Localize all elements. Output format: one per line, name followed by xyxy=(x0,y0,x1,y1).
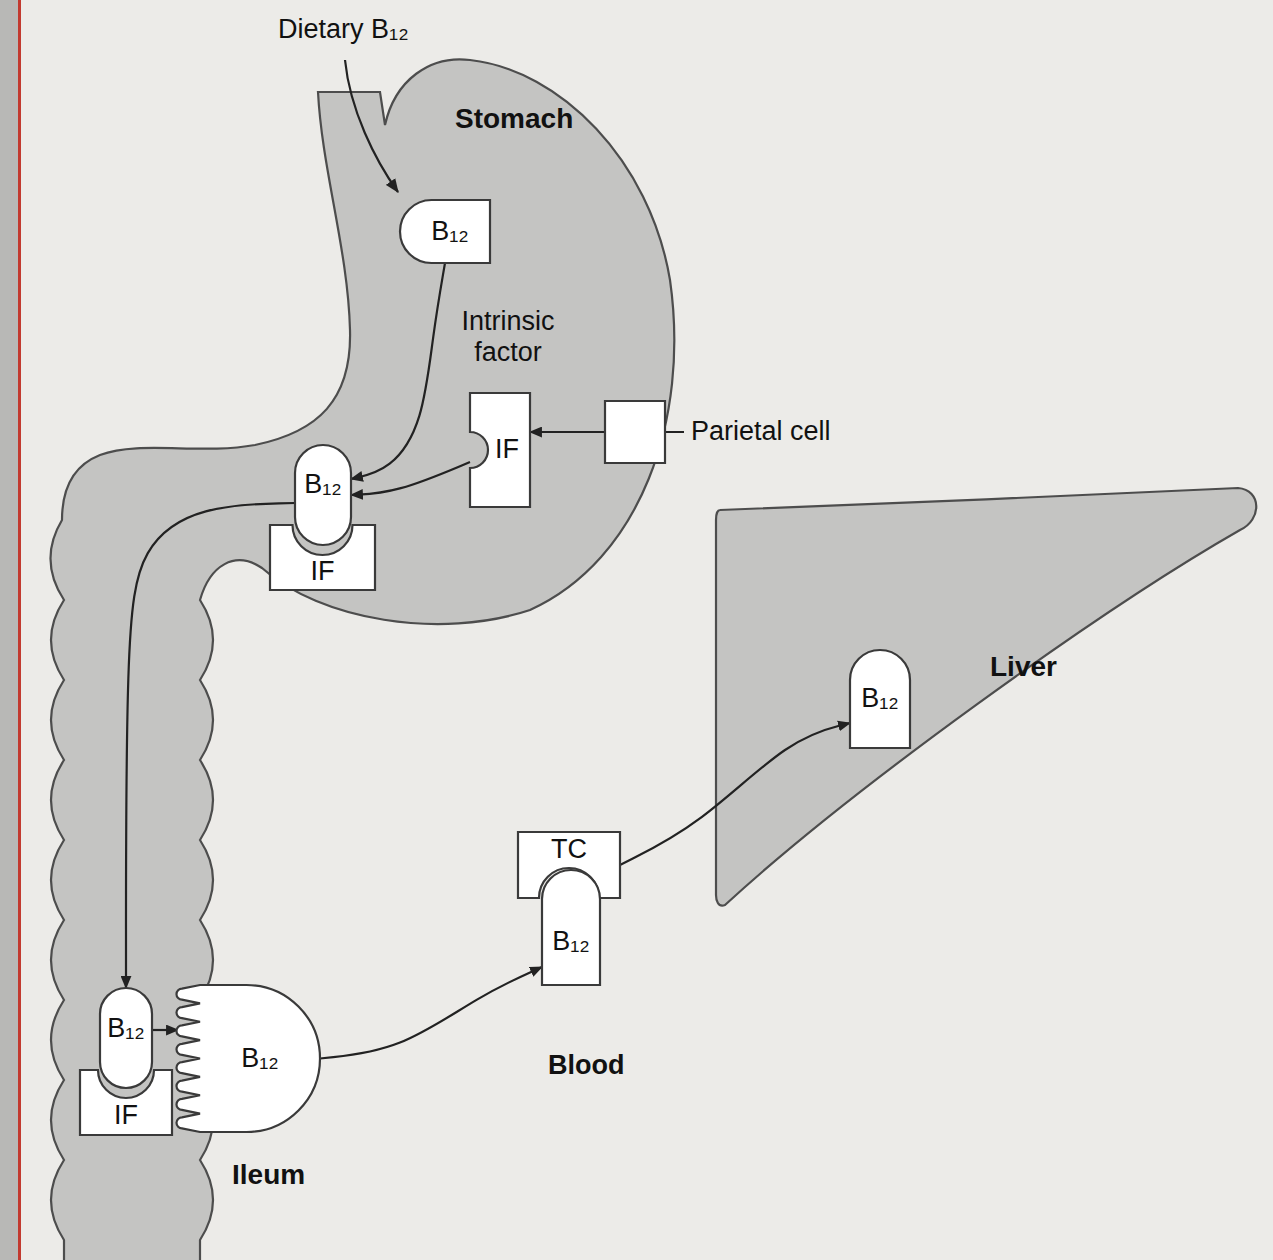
molecule-label: B₁₂ xyxy=(861,684,899,714)
shape-border xyxy=(80,1070,172,1135)
cell-label: Parietal cell xyxy=(691,417,831,447)
organ-name: Liver xyxy=(990,652,1057,683)
vitamin-b12: B₁₂ xyxy=(100,988,152,1088)
shape-border xyxy=(470,393,530,507)
intrinsic-factor: IF xyxy=(270,525,375,590)
page-margin xyxy=(0,0,18,1260)
flow-arrow xyxy=(351,263,445,479)
molecule-label: B₁₂ xyxy=(241,1044,279,1074)
connectors xyxy=(126,263,850,1059)
molecule-label: B₁₂ xyxy=(107,1014,145,1044)
molecule-label: B₁₂ xyxy=(304,470,342,500)
molecule-label: TC xyxy=(551,835,587,865)
molecule-label: B₁₂ xyxy=(552,927,590,957)
vitamin-b12: B₁₂ xyxy=(542,870,600,985)
molecule-label: B₁₂ xyxy=(431,217,469,247)
stomach-organ: B₁₂ IF B₁₂ IF Stomach xyxy=(240,50,690,640)
organ-name: Ileum xyxy=(232,1160,305,1191)
intrinsic-factor: IF xyxy=(80,1070,172,1135)
shape-border xyxy=(176,985,320,1132)
dietary-arrow xyxy=(345,60,398,192)
shape-border xyxy=(850,650,910,748)
flow-arrow xyxy=(620,723,850,865)
flow-arrow xyxy=(530,431,605,433)
shape-border xyxy=(542,870,600,985)
vitamin-b12: B₁₂ xyxy=(295,445,351,545)
flow-arrow xyxy=(320,967,542,1059)
ileum-organ: B₁₂ IF B₁₂ Ileum xyxy=(40,960,330,1200)
page-border xyxy=(18,0,21,1260)
stomach-intestine-outline xyxy=(50,59,674,1260)
molecule-label: IF xyxy=(311,557,335,587)
shape-border xyxy=(100,988,152,1088)
intrinsic-factor: IF xyxy=(470,393,530,507)
shape-outline xyxy=(605,401,665,463)
liver-outline xyxy=(716,488,1256,906)
flow-arrow xyxy=(152,1029,178,1031)
flow-arrow xyxy=(351,462,470,495)
molecule-label: IF xyxy=(495,435,519,465)
liver-organ: B₁₂ Liver xyxy=(715,485,1255,915)
shape-border xyxy=(270,525,375,590)
dietary-label: Dietary B₁₂ xyxy=(278,14,409,45)
intrinsic-factor-label: Intrinsic factor xyxy=(443,306,573,368)
blood-label: Blood xyxy=(548,1050,624,1081)
enterocyte-cell: B₁₂ xyxy=(178,985,320,1132)
molecule-label: IF xyxy=(114,1101,138,1131)
parietal-cell: Parietal cell xyxy=(605,401,665,463)
vitamin-b12: B₁₂ xyxy=(850,650,910,748)
shape-border xyxy=(295,445,351,545)
shape-border xyxy=(605,401,665,463)
vitamin-b12: B₁₂ xyxy=(400,200,490,263)
shape-border xyxy=(400,200,490,263)
organ-name: Stomach xyxy=(455,104,573,135)
leader-line xyxy=(665,431,684,433)
